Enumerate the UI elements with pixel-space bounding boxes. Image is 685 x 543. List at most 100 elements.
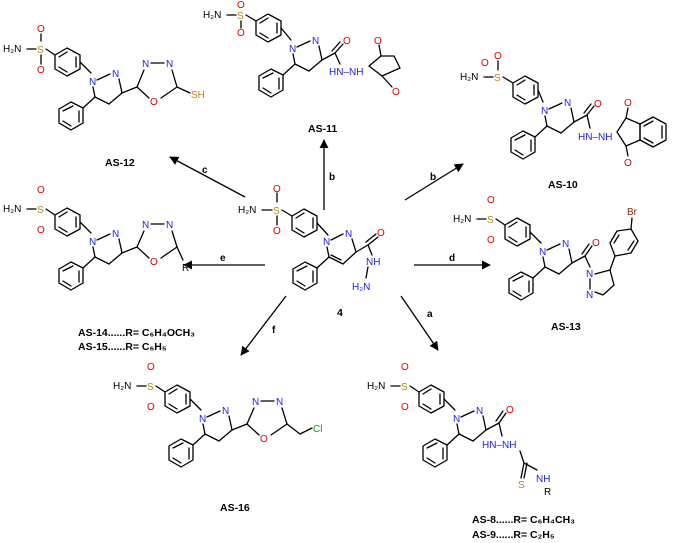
as14-n2: N — [112, 229, 119, 240]
as10-o5: O — [624, 158, 632, 169]
as11-o2: O — [237, 28, 245, 39]
as14-r: R — [182, 263, 189, 274]
as16-o1: O — [147, 362, 155, 373]
compound-as10-label: AS-10 — [548, 179, 578, 191]
compound-4-n2: N — [345, 229, 352, 240]
compound-4-s: S — [273, 206, 280, 217]
as13-br: Br — [627, 207, 638, 218]
as16-n3: N — [252, 397, 259, 408]
as13-s: S — [487, 215, 494, 226]
as16-h2n: H₂N — [113, 381, 131, 392]
as13-o1: O — [487, 195, 495, 206]
as11-n1: N — [289, 44, 296, 55]
as8-o2: O — [401, 402, 409, 413]
as11-o4: O — [374, 36, 382, 47]
compound-4-o3: O — [377, 228, 385, 239]
step-f: f — [272, 325, 276, 336]
compound-4-o1: O — [273, 184, 281, 195]
compound-4-h2n: H₂N — [238, 205, 256, 216]
as10-n1: N — [541, 106, 548, 117]
substituent-as15: AS-15......R= C₆H₅ — [78, 341, 167, 353]
as16-s: S — [147, 382, 154, 393]
as16-n2: N — [222, 406, 229, 417]
compound-4-nh: NH — [366, 257, 380, 268]
as10-h2n: H₂N — [460, 72, 478, 83]
compound-as11-structure: H₂N S O O N N O HN–NH O O — [203, 0, 401, 98]
compound-as14-15-structure: H₂N S O O N N N N O R — [3, 185, 189, 291]
compound-as10-structure: H₂N S O O N N O HN–NH O O — [460, 51, 667, 169]
compound-4-n1: N — [323, 237, 330, 248]
as14-o1: O — [37, 185, 45, 196]
step-a: a — [427, 309, 433, 320]
as11-s: S — [237, 11, 244, 22]
as16-o-ring: O — [260, 434, 268, 445]
as12-o2: O — [37, 65, 45, 76]
substituent-as14: AS-14......R= C₆H₄OCH₃ — [78, 327, 195, 339]
as8-o3: O — [506, 405, 514, 416]
as8-s: S — [401, 382, 408, 393]
as13-n2: N — [562, 239, 569, 250]
as13-n4: N — [586, 290, 593, 301]
as16-n4: N — [276, 397, 283, 408]
as11-o3: O — [343, 36, 351, 47]
as13-h2n: H₂N — [453, 214, 471, 225]
as13-n3: N — [586, 269, 593, 280]
as11-h2n: H₂N — [203, 10, 221, 21]
as11-o1: O — [237, 0, 245, 11]
as11-hn-nh: HN–NH — [329, 67, 363, 78]
as13-o3: O — [592, 238, 600, 249]
compound-as8-9-structure: H₂N S O O N N O HN–NH S NH R — [367, 362, 551, 498]
as13-o2: O — [487, 235, 495, 246]
reaction-arrows: b c b e d f a — [169, 139, 491, 356]
as10-o3: O — [594, 99, 602, 110]
as14-n1: N — [89, 237, 96, 248]
compound-as13-structure: H₂N S O O N N O N N — [453, 195, 639, 301]
compound-as11-label: AS-11 — [308, 123, 337, 135]
as16-cl: Cl — [313, 424, 322, 435]
as8-nh-thio: NH — [536, 474, 550, 485]
as10-s: S — [494, 73, 501, 84]
as16-o2: O — [147, 402, 155, 413]
as8-h2n: H₂N — [367, 381, 385, 392]
compound-as16-structure: H₂N S O O N N N N O Cl — [113, 362, 322, 468]
as14-n3: N — [142, 220, 149, 231]
as12-o-ring: O — [150, 97, 158, 108]
as12-o1: O — [37, 24, 45, 35]
compound-4-label: 4 — [337, 307, 343, 319]
step-b-right: b — [430, 172, 436, 183]
as14-n4: N — [166, 220, 173, 231]
step-c: c — [202, 165, 208, 176]
step-d: d — [449, 253, 455, 264]
compound-4-h2n-terminal: H₂N — [352, 282, 370, 293]
as12-h2n: H₂N — [3, 44, 21, 55]
as12-sh: SH — [191, 90, 205, 101]
as13-n1: N — [539, 247, 546, 258]
as10-o2: O — [494, 51, 502, 62]
as14-h2n: H₂N — [3, 204, 21, 215]
as14-o-ring: O — [150, 257, 158, 268]
step-e: e — [220, 253, 226, 264]
as8-s-thio: S — [518, 480, 525, 491]
compound-as12-label: AS-12 — [105, 157, 135, 169]
compound-4-o2: O — [273, 226, 281, 237]
substituent-as9: AS-9......R= C₂H₅ — [472, 529, 555, 541]
as12-n4: N — [166, 59, 173, 70]
as14-o2: O — [37, 225, 45, 236]
as8-r: R — [544, 487, 551, 498]
as10-hn-nh: HN–NH — [578, 132, 612, 143]
as8-n1: N — [453, 414, 460, 425]
as10-n2: N — [564, 98, 571, 109]
compound-as13-label: AS-13 — [551, 321, 581, 333]
as10-o1: O — [481, 58, 489, 69]
as12-n2: N — [112, 69, 119, 80]
compound-as16-label: AS-16 — [220, 502, 250, 514]
as12-n3: N — [142, 59, 149, 70]
as14-s: S — [37, 205, 44, 216]
as8-o1: O — [401, 362, 409, 373]
as8-hn-nh: HN–NH — [482, 440, 516, 451]
step-b-up: b — [329, 172, 335, 183]
as8-n2: N — [476, 406, 483, 417]
as12-s: S — [37, 45, 44, 56]
as10-o4: O — [624, 98, 632, 109]
